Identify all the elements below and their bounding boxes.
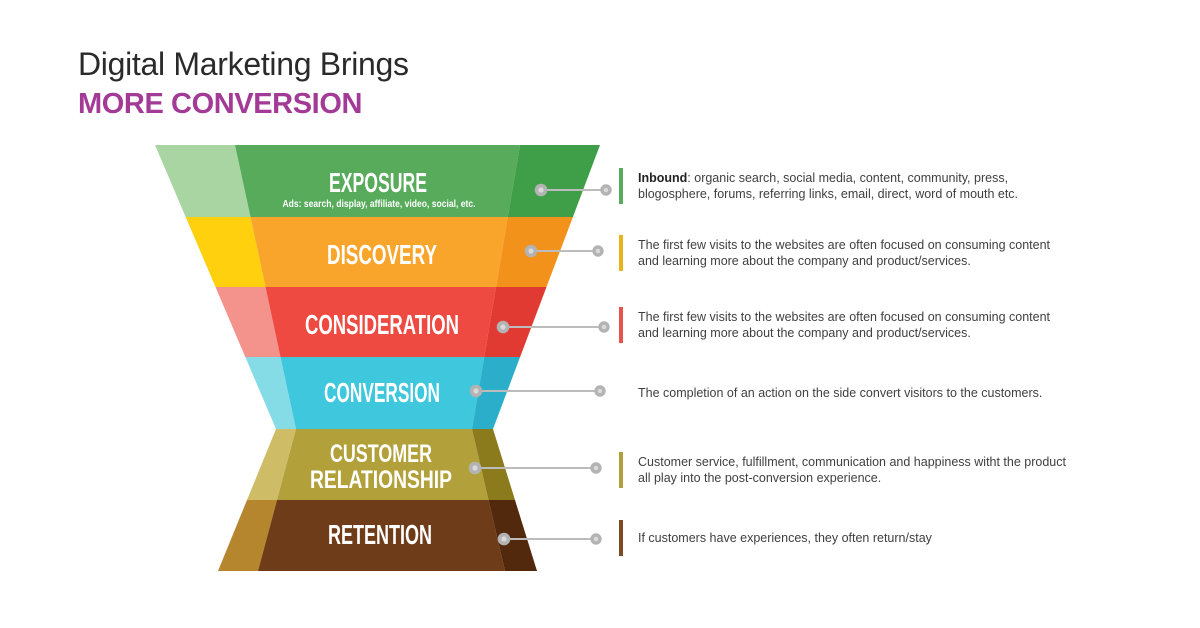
description-body: The first few visits to the websites are… (638, 238, 1051, 268)
description-body: The first few visits to the websites are… (638, 310, 1051, 340)
accent-bar (619, 452, 623, 488)
customer-relationship-label-line1: CUSTOMER (330, 440, 432, 468)
accent-bar (619, 168, 623, 204)
consideration-left-facet (215, 287, 281, 357)
discovery-label: DISCOVERY (327, 239, 437, 270)
connector-dot-center (595, 248, 601, 254)
description-row-retention: If customers have experiences, they ofte… (619, 520, 1074, 556)
description-text: The first few visits to the websites are… (638, 237, 1074, 269)
description-row-conversion: The completion of an action on the side … (619, 375, 1074, 411)
connector-dot-center (472, 465, 478, 471)
description-body: The completion of an action on the side … (638, 386, 1043, 400)
retention-right-facet (488, 500, 537, 571)
exposure-main-facet (235, 145, 520, 217)
connector-dot-center (501, 536, 507, 542)
consideration-main-facet (265, 287, 496, 357)
connector-dot-center (603, 187, 609, 193)
description-text: Inbound: organic search, social media, c… (638, 170, 1074, 202)
customer-relationship-main-facet (277, 429, 489, 500)
connector-dot-center (528, 248, 534, 254)
page-title-line2: MORE CONVERSION (78, 88, 363, 120)
funnel-level-consideration: CONSIDERATION (215, 287, 547, 357)
conversion-right-facet (472, 357, 521, 429)
conversion-label: CONVERSION (324, 377, 440, 408)
discovery-left-facet (185, 217, 266, 287)
connector-dot-center (593, 536, 599, 542)
connector-consideration (496, 320, 610, 334)
funnel-level-discovery: DISCOVERY (185, 217, 573, 287)
connector-dot-center (593, 465, 599, 471)
retention-label: RETENTION (328, 519, 432, 550)
connector-discovery (524, 244, 604, 258)
accent-bar (619, 307, 623, 343)
conversion-left-facet (245, 357, 296, 429)
funnel-level-retention: RETENTION (218, 500, 537, 571)
retention-main-facet (258, 500, 505, 571)
funnel-level-conversion: CONVERSION (245, 357, 521, 429)
customer-relationship-right-facet (472, 429, 515, 500)
description-body: Customer service, fulfillment, communica… (638, 455, 1066, 485)
description-text: The completion of an action on the side … (638, 385, 1074, 401)
description-body: If customers have experiences, they ofte… (638, 531, 932, 545)
exposure-label: EXPOSURE (329, 167, 427, 198)
page-title-line1: Digital Marketing Brings (78, 46, 409, 82)
connector-dot-center (601, 324, 607, 330)
connector-dot-center (538, 187, 544, 193)
retention-left-facet (218, 500, 277, 571)
accent-bar (619, 235, 623, 271)
conversion-main-facet (280, 357, 485, 429)
description-lead: Inbound (638, 171, 688, 185)
exposure-right-facet (507, 145, 600, 217)
consideration-label: CONSIDERATION (305, 309, 459, 340)
funnel-level-customer-relationship: CUSTOMER RELATIONSHIP (247, 429, 515, 500)
description-row-discovery: The first few visits to the websites are… (619, 235, 1074, 271)
connector-customer-relationship (468, 461, 602, 475)
customer-relationship-left-facet (247, 429, 296, 500)
connector-exposure (534, 183, 612, 197)
customer-relationship-label-line2: RELATIONSHIP (310, 466, 452, 494)
exposure-sublabel: Ads: search, display, affiliate, video, … (283, 198, 476, 210)
connector-dot-center (597, 388, 603, 394)
connector-dot-center (500, 324, 506, 330)
consideration-right-facet (484, 287, 547, 357)
connector-retention (497, 532, 602, 546)
connector-conversion (469, 384, 606, 398)
description-row-customer-relationship: Customer service, fulfillment, communica… (619, 452, 1074, 488)
description-text: If customers have experiences, they ofte… (638, 530, 1074, 546)
discovery-main-facet (250, 217, 508, 287)
accent-bar (619, 520, 623, 556)
description-row-exposure: Inbound: organic search, social media, c… (619, 168, 1074, 204)
funnel-level-exposure: EXPOSURE Ads: search, display, affiliate… (155, 145, 600, 217)
exposure-left-facet (155, 145, 251, 217)
description-text: Customer service, fulfillment, communica… (638, 454, 1074, 486)
description-row-consideration: The first few visits to the websites are… (619, 307, 1074, 343)
description-body: : organic search, social media, content,… (638, 171, 1019, 201)
description-text: The first few visits to the websites are… (638, 309, 1074, 341)
connector-dot-center (473, 388, 479, 394)
